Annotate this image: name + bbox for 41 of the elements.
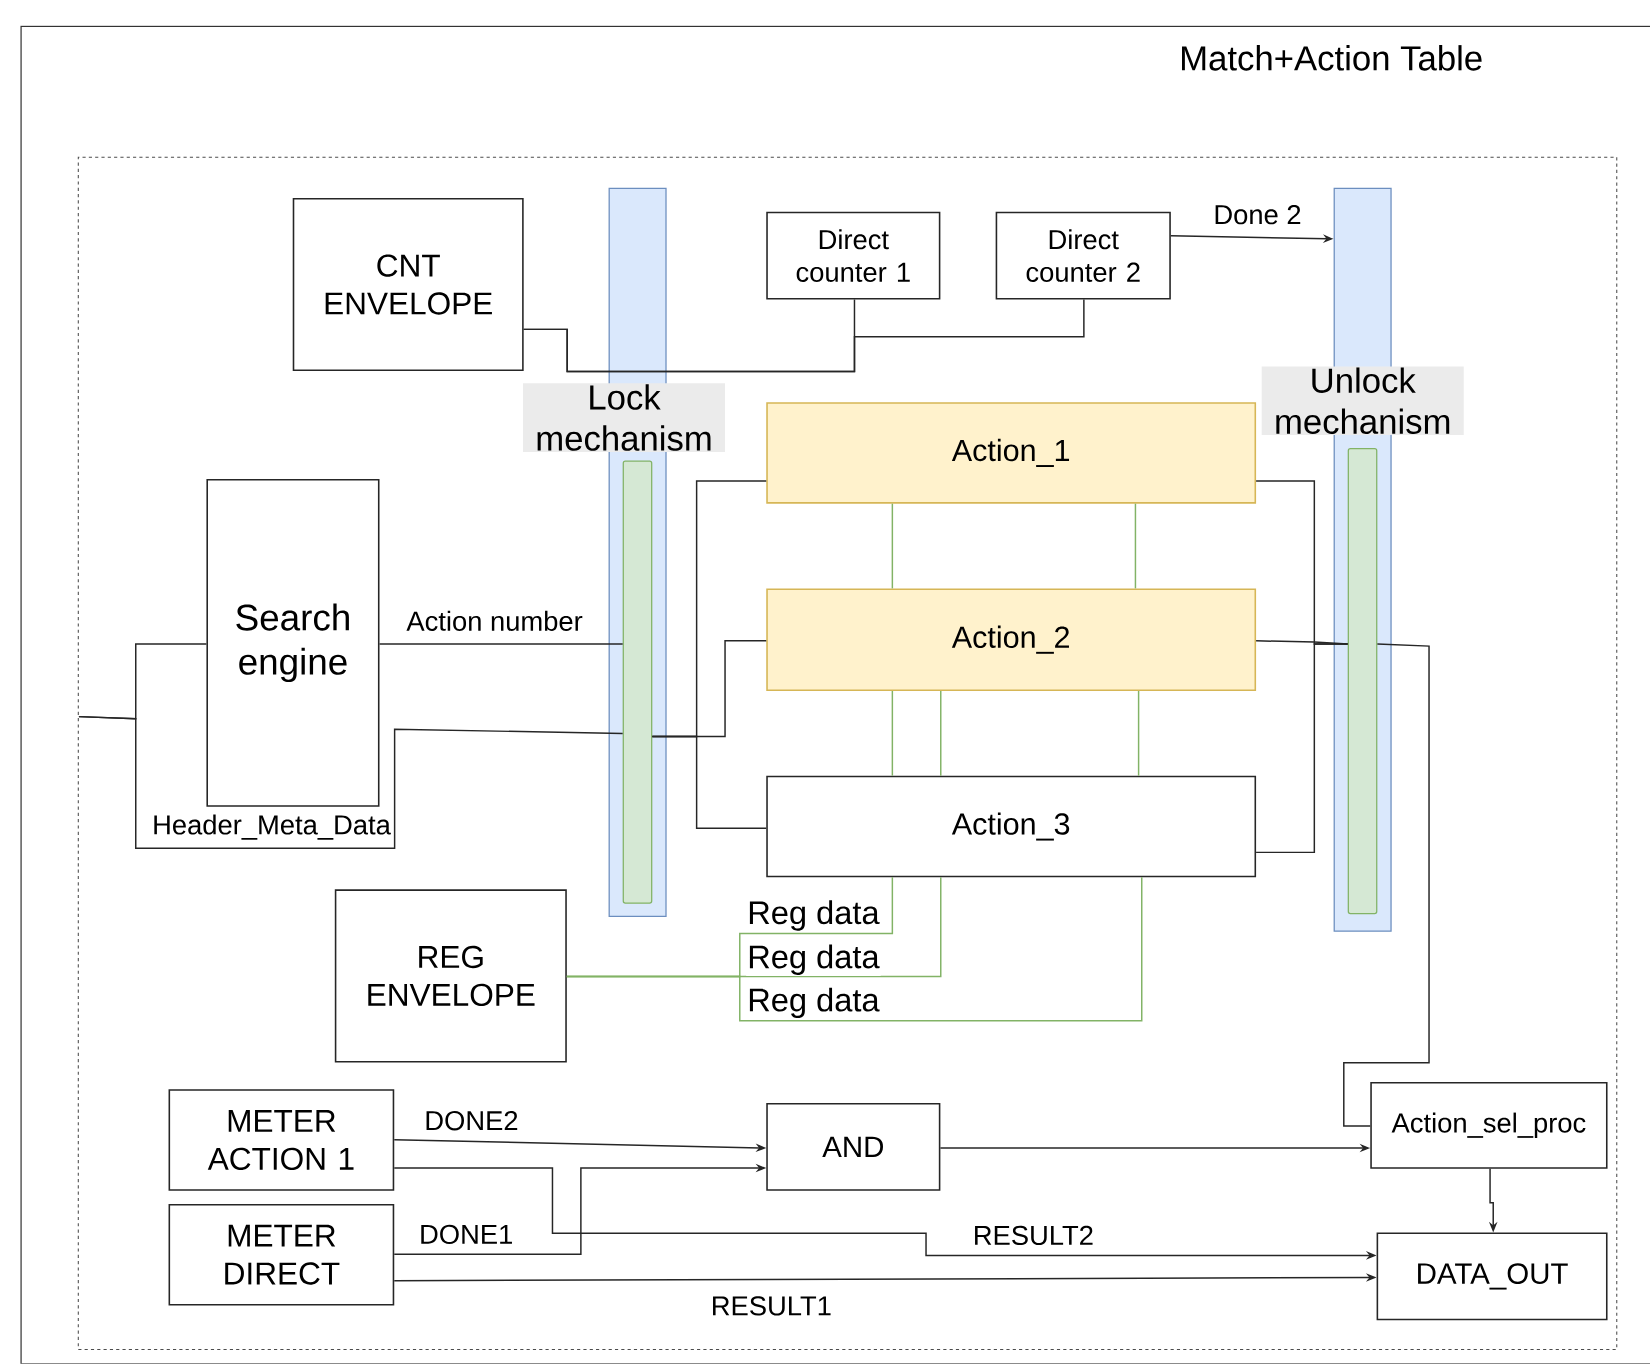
connector-line xyxy=(1137,690,1140,777)
connector-line xyxy=(940,690,942,777)
mechanism-label: Lock mechanism xyxy=(523,383,726,452)
edge-label: DONE1 xyxy=(418,1223,515,1246)
block-box: METER ACTION 1 xyxy=(168,1089,395,1191)
edge-label: Reg data xyxy=(746,899,881,932)
connector-line xyxy=(891,503,894,590)
block-box: CNT ENVELOPE xyxy=(292,198,524,372)
edge-label: Done 2 xyxy=(1212,204,1303,226)
dashed-border xyxy=(77,156,1618,1351)
connector-line xyxy=(891,690,894,777)
edge-label: Header_Meta_Data xyxy=(151,813,392,841)
action-box: Action_3 xyxy=(766,775,1257,878)
diagram-title: Match+Action Table xyxy=(1182,45,1482,71)
connector-line xyxy=(1255,643,1349,854)
connector-line xyxy=(566,876,1143,1022)
action-box: Action_1 xyxy=(766,402,1257,504)
connector-line xyxy=(78,716,624,849)
block-box: REG ENVELOPE xyxy=(334,889,567,1063)
connector-line xyxy=(522,298,1085,373)
edge-label: DONE2 xyxy=(423,1110,520,1132)
block-box: METER DIRECT xyxy=(168,1204,395,1306)
block-box: DATA_OUT xyxy=(1376,1232,1608,1321)
edge-label: RESULT2 xyxy=(971,1224,1095,1247)
block-box: Search engine xyxy=(206,479,380,807)
connector-line xyxy=(378,643,624,645)
edge-label: RESULT1 xyxy=(709,1295,833,1317)
connector-line xyxy=(1134,503,1137,590)
inner-bar xyxy=(1347,448,1378,915)
connector-line xyxy=(651,736,767,829)
edge-label: Reg data xyxy=(746,986,881,1020)
mechanism-label: Unlock mechanism xyxy=(1261,366,1464,436)
block-box: Direct counter 2 xyxy=(995,211,1171,300)
block-box: Action_sel_proc xyxy=(1370,1082,1608,1169)
action-box: Action_2 xyxy=(766,588,1257,692)
edge-label: Action number xyxy=(405,609,584,633)
edge-label: Reg data xyxy=(746,943,881,977)
inner-bar xyxy=(622,460,653,904)
gate-box: AND xyxy=(766,1103,941,1191)
block-box: Direct counter 1 xyxy=(766,211,941,300)
connector-line xyxy=(1343,643,1430,1127)
